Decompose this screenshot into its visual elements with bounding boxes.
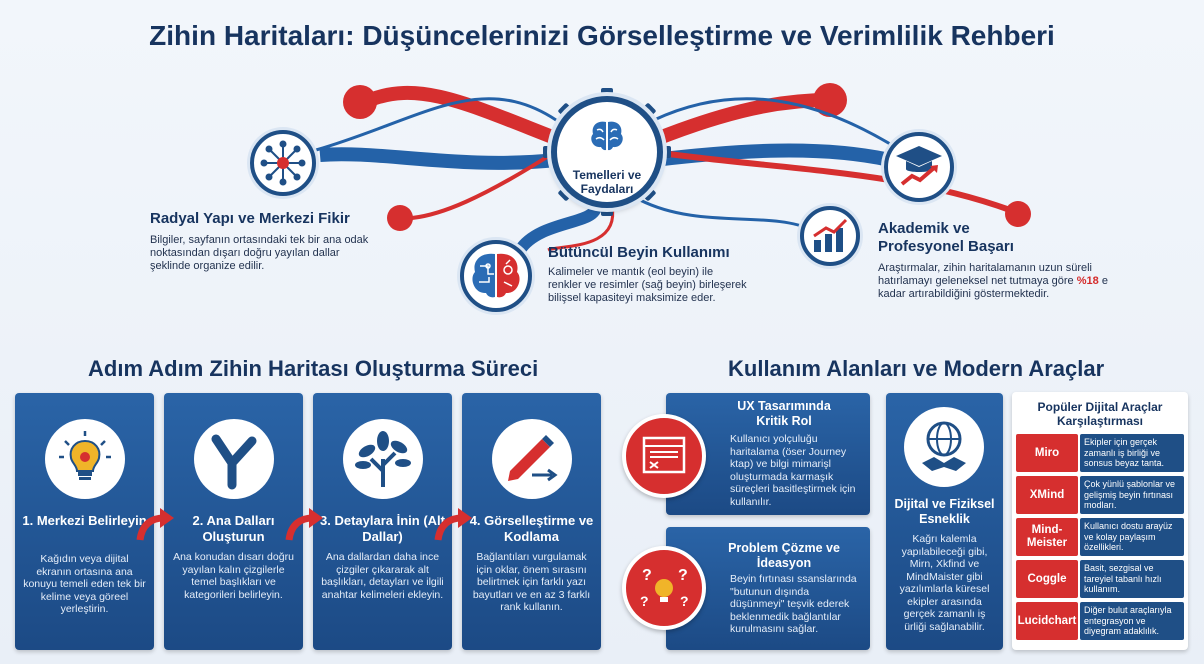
feature-desc-holistic: Kalimeler ve mantık (eol beyin) ile renk… [548, 266, 747, 304]
step-arrow-3 [434, 508, 472, 541]
step-card-4: 4. Görselleştirme ve Kodlama Bağlantılar… [462, 393, 601, 650]
central-hub: Temelleri ve Faydaları [551, 96, 663, 208]
step-title: 2. Ana Dalları Oluşturun [192, 513, 275, 544]
usage-desc: Kullanıcı yolçuluğu haritalama (öser Jou… [730, 433, 856, 508]
usage-title: UX Tasarımında Kritik Rol [737, 399, 831, 428]
highlight-percent: %18 [1076, 275, 1099, 287]
question-bulb-icon: ? ? ? ? [622, 546, 706, 630]
tool-row: Miro Ekipler için gerçek zamanlı iş birl… [1016, 434, 1184, 472]
brain-icon [591, 121, 623, 151]
usage-desc: Beyin fırtınası ssanslarında "butunun dı… [730, 573, 857, 635]
step-title: 1. Merkezi Belirleyin [22, 513, 147, 528]
page-title: Zihin Haritaları: Düşüncelerinizi Görsel… [149, 20, 1055, 51]
step-title: 4. Görselleştirme ve Kodlama [469, 513, 594, 544]
lightbulb-icon [45, 419, 125, 499]
feature-title-holistic: Bütüncül Beyin Kullanımı [548, 244, 730, 261]
steps-heading: Adım Adım Zihin Haritası Oluşturma Sürec… [88, 356, 539, 381]
feature-title-radial: Radyal Yapı ve Merkezi Fikir [150, 210, 350, 227]
feature-desc-academic: Araştırmalar, zihin haritalamanın uzun s… [878, 262, 1108, 300]
svg-text:?: ? [678, 567, 688, 584]
network-icon [250, 130, 316, 196]
step-card-3: 3. Detaylara İnin (Alt Dallar) Ana dalla… [313, 393, 452, 650]
step-desc: Bağlantıları vurgulamak için oklar, önem… [472, 551, 591, 613]
usage-title: Problem Çözme ve İdeasyon [728, 541, 840, 570]
step-desc: Kağıdın veya dijital ekranın ortasına an… [23, 553, 146, 615]
wireframe-icon [622, 414, 706, 498]
tools-title: Popüler Dijital Araçlar Karşılaştırması [1037, 400, 1163, 428]
step-arrow-1 [136, 508, 174, 541]
graduation-chart-icon [884, 132, 954, 202]
tree-icon [343, 419, 423, 499]
usage-card-digital: Dijital ve Fiziksel Esneklik Kağrı kalem… [886, 393, 1003, 650]
step-title: 3. Detaylara İnin (Alt Dallar) [320, 513, 445, 544]
hub-label: Temelleri ve Faydaları [572, 168, 642, 196]
tool-desc: Ekipler için gerçek zamanlı iş birliği v… [1080, 434, 1184, 472]
tool-row: Mind-Meister Kullanıcı dostu arayüz ve k… [1016, 518, 1184, 556]
tool-desc: Basit, sezgisal ve tareyiel tabanlı hızl… [1080, 560, 1184, 598]
step-card-2: 2. Ana Dalları Oluşturun Ana konudan dıs… [164, 393, 303, 650]
tool-row: XMind Çok yünlü şablonlar ve gelişmiş be… [1016, 476, 1184, 514]
tool-row: Lucidchart Diğer bulut araçlarıyla enteg… [1016, 602, 1184, 640]
step-desc: Ana dallardan daha ince çizgiler çıkarar… [321, 551, 444, 601]
tool-name: Miro [1016, 434, 1078, 472]
svg-text:?: ? [642, 567, 652, 584]
step-card-1: 1. Merkezi Belirleyin Kağıdın veya dijit… [15, 393, 154, 650]
pen-arrow-icon [492, 419, 572, 499]
step-desc: Ana konudan dısarı doğru yayılan kalın ç… [173, 551, 294, 601]
usage-desc: Kağrı kalemla yapılabileceği gibi, Mirn,… [899, 533, 990, 633]
tool-desc: Çok yünlü şablonlar ve gelişmiş beyin fı… [1080, 476, 1184, 514]
svg-text:?: ? [680, 593, 689, 609]
tool-desc: Diğer bulut araçlarıyla entegrasyon ve d… [1080, 602, 1184, 640]
mind-map-connectors [315, 83, 1031, 254]
step-arrow-2 [285, 508, 323, 541]
branch-icon [194, 419, 274, 499]
tool-name: Mind-Meister [1016, 518, 1078, 556]
svg-text:?: ? [640, 593, 649, 609]
bar-chart-icon [800, 206, 860, 266]
tool-row: Coggle Basit, sezgisal ve tareyiel taban… [1016, 560, 1184, 598]
feature-desc-radial: Bilgiler, sayfanın ortasındaki tek bir a… [150, 234, 369, 272]
tool-desc: Kullanıcı dostu arayüz ve kolay paylaşım… [1080, 518, 1184, 556]
globe-handshake-icon [904, 407, 984, 487]
brain-halves-icon [460, 240, 532, 312]
usage-title: Dijital ve Fiziksel Esneklik [894, 497, 995, 526]
tool-name: Lucidchart [1016, 602, 1078, 640]
tool-name: XMind [1016, 476, 1078, 514]
feature-title-academic: Akademik ve Profesyonel Başarı [878, 220, 1014, 255]
tools-comparison: Popüler Dijital Araçlar Karşılaştırması … [1012, 392, 1188, 650]
usage-heading: Kullanım Alanları ve Modern Araçlar [728, 356, 1105, 381]
tool-name: Coggle [1016, 560, 1078, 598]
